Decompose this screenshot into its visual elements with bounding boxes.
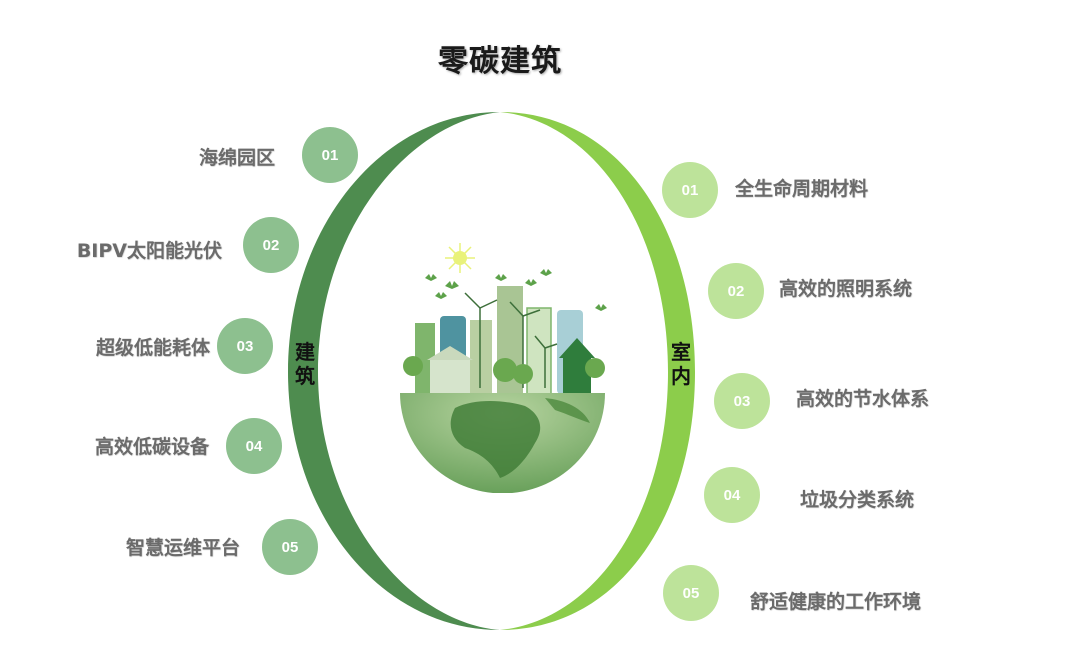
- left-item-text: 超级低能耗体: [95, 337, 210, 359]
- right-item-text: 高效的照明系统: [779, 278, 913, 300]
- right-item-badge: 03: [714, 373, 770, 429]
- right-arc: [500, 112, 695, 630]
- left-item-badge: 05: [262, 519, 318, 575]
- right-item-badge: 02: [708, 263, 764, 319]
- green-city-globe-icon: [400, 243, 607, 493]
- left-item-badge: 04: [226, 418, 282, 474]
- left-arc: [288, 112, 500, 630]
- left-item-text: 海绵园区: [198, 147, 275, 169]
- left-item-badge: 01: [302, 127, 358, 183]
- diagram-title: 零碳建筑: [438, 44, 562, 79]
- right-item-text: 高效的节水体系: [796, 388, 930, 410]
- right-item-text: 舒适健康的工作环境: [750, 591, 922, 613]
- right-item-badge: 05: [663, 565, 719, 621]
- right-arc-label: 室内: [671, 340, 691, 388]
- left-item-badge: 02: [243, 217, 299, 273]
- right-item-text: 全生命周期材料: [735, 178, 869, 200]
- left-arc-label: 建筑: [295, 340, 315, 388]
- left-item-text: BIPV太阳能光伏: [76, 240, 222, 262]
- right-item-badge: 04: [704, 467, 760, 523]
- right-item-text: 垃圾分类系统: [800, 489, 915, 511]
- left-item-text: 高效低碳设备: [94, 436, 209, 458]
- left-item-badge: 03: [217, 318, 273, 374]
- left-item-text: 智慧运维平台: [125, 537, 240, 559]
- right-item-badge: 01: [662, 162, 718, 218]
